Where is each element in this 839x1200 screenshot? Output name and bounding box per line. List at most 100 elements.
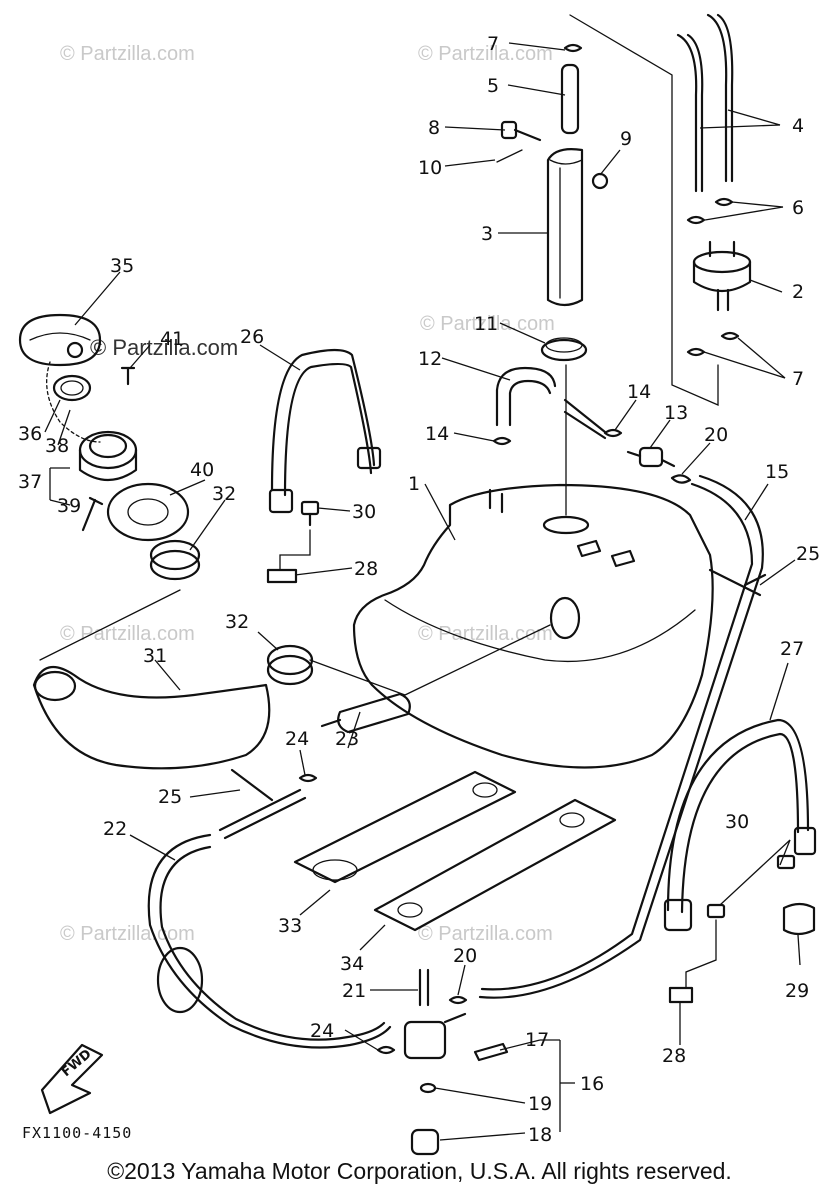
part-28-bracket-left — [266, 529, 311, 584]
part-13-check-valve — [626, 446, 676, 468]
watermark: © Partzilla.com — [60, 623, 195, 645]
callout-32: 32 — [212, 483, 236, 505]
callout-11: 11 — [474, 313, 498, 335]
callout-5: 5 — [487, 75, 499, 97]
part-25-tie-lower — [218, 768, 307, 840]
part-3-filler-tube — [546, 148, 584, 307]
callout-19: 19 — [528, 1093, 552, 1115]
callout-3: 3 — [481, 223, 493, 245]
copyright-notice: ©2013 Yamaha Motor Corporation, U.S.A. A… — [107, 1158, 732, 1184]
callout-12: 12 — [418, 348, 442, 370]
callout-28: 28 — [662, 1045, 686, 1067]
callout-22: 22 — [103, 818, 127, 840]
part-18-drain-plug — [410, 1128, 440, 1156]
part-24-clip-upper — [298, 773, 318, 783]
part-1-fuel-tank — [352, 483, 714, 769]
callout-4: 4 — [792, 115, 804, 137]
callout-10: 10 — [418, 157, 442, 179]
callout-30: 30 — [725, 811, 749, 833]
part-9-washer — [591, 172, 609, 190]
callout-27: 27 — [780, 638, 804, 660]
part-36-gasket — [52, 374, 92, 402]
callout-14: 14 — [627, 381, 651, 403]
watermark: © Partzilla.com — [60, 923, 195, 945]
part-7-clip-lower — [686, 331, 740, 357]
callout-2: 2 — [792, 281, 804, 303]
callout-8: 8 — [428, 117, 440, 139]
watermark: © Partzilla.com — [420, 313, 555, 335]
callout-37: 37 — [18, 471, 42, 493]
callout-33: 33 — [278, 915, 302, 937]
part-15-hose — [478, 474, 764, 999]
part-25-tie-upper — [708, 568, 767, 597]
part-12-hose — [495, 366, 607, 440]
part-41-screw — [120, 366, 136, 386]
watermark: © Partzilla.com — [60, 43, 195, 65]
part-37-filler-neck — [78, 430, 138, 481]
part-8-bolt — [500, 120, 542, 142]
part-39-screw — [81, 496, 104, 532]
part-21-joint — [418, 968, 430, 1007]
callout-23: 23 — [335, 728, 359, 750]
part-5-rod — [560, 63, 580, 135]
callout-labels: 7 5 8 9 10 3 4 6 2 7 11 12 14 14 13 20 1… — [18, 33, 820, 1146]
part-40-plate — [106, 482, 190, 542]
callout-20: 20 — [704, 424, 728, 446]
callout-20: 20 — [453, 945, 477, 967]
part-4-breather-pipes — [676, 13, 734, 193]
part-27-strap — [663, 718, 817, 932]
callout-30: 30 — [352, 501, 376, 523]
callout-9: 9 — [620, 128, 632, 150]
part-26-strap — [268, 348, 382, 514]
part-32-clamp-lower — [266, 644, 314, 686]
part-11-clamp — [540, 337, 588, 362]
drawing-code: FX1100-4150 — [22, 1124, 133, 1142]
part-30-bolt-left — [300, 500, 320, 527]
part-29-cushion — [782, 902, 816, 936]
watermark: © Partzilla.com — [418, 43, 553, 65]
callout-41: 41 — [160, 328, 184, 350]
callout-6: 6 — [792, 197, 804, 219]
callout-39: 39 — [57, 495, 81, 517]
callout-25: 25 — [158, 786, 182, 808]
assembly-frame-lines — [569, 14, 719, 406]
part-17-bracket — [473, 1042, 509, 1062]
part-38-tether — [46, 361, 101, 443]
part-30-bolt-right — [706, 854, 796, 919]
callout-24: 24 — [310, 1020, 334, 1042]
watermark: © Partzilla.com — [418, 923, 553, 945]
callout-24: 24 — [285, 728, 309, 750]
part-16-fuel-cock — [403, 1012, 467, 1060]
part-23-fuel-filter — [320, 692, 411, 734]
callout-28: 28 — [354, 558, 378, 580]
part-24-clip-lower — [376, 1045, 396, 1055]
part-20-clip-upper — [670, 474, 692, 484]
part-19-o-ring — [419, 1082, 437, 1094]
part-22-hose — [147, 833, 392, 1049]
callout-31: 31 — [143, 645, 167, 667]
callout-7: 7 — [487, 33, 499, 55]
part-10-pin — [496, 149, 523, 163]
part-14-clip — [492, 428, 623, 446]
callout-7: 7 — [792, 368, 804, 390]
callout-38: 38 — [45, 435, 69, 457]
part-20-clip-lower — [448, 995, 468, 1005]
callout-15: 15 — [765, 461, 789, 483]
callout-16: 16 — [580, 1073, 604, 1095]
part-32-clamp-upper — [149, 539, 201, 581]
leader-lines — [44, 42, 801, 1141]
part-35-filler-cap — [18, 313, 102, 367]
part-7-clip-top — [563, 43, 583, 53]
callout-13: 13 — [664, 402, 688, 424]
callout-29: 29 — [785, 980, 809, 1002]
callout-35: 35 — [110, 255, 134, 277]
callout-14: 14 — [425, 423, 449, 445]
callout-17: 17 — [525, 1029, 549, 1051]
part-34-pad — [373, 798, 617, 932]
callout-18: 18 — [528, 1124, 552, 1146]
callout-36: 36 — [18, 423, 42, 445]
callout-21: 21 — [342, 980, 366, 1002]
watermark: © Partzilla.com — [90, 335, 238, 360]
part-33-pad — [293, 770, 517, 884]
